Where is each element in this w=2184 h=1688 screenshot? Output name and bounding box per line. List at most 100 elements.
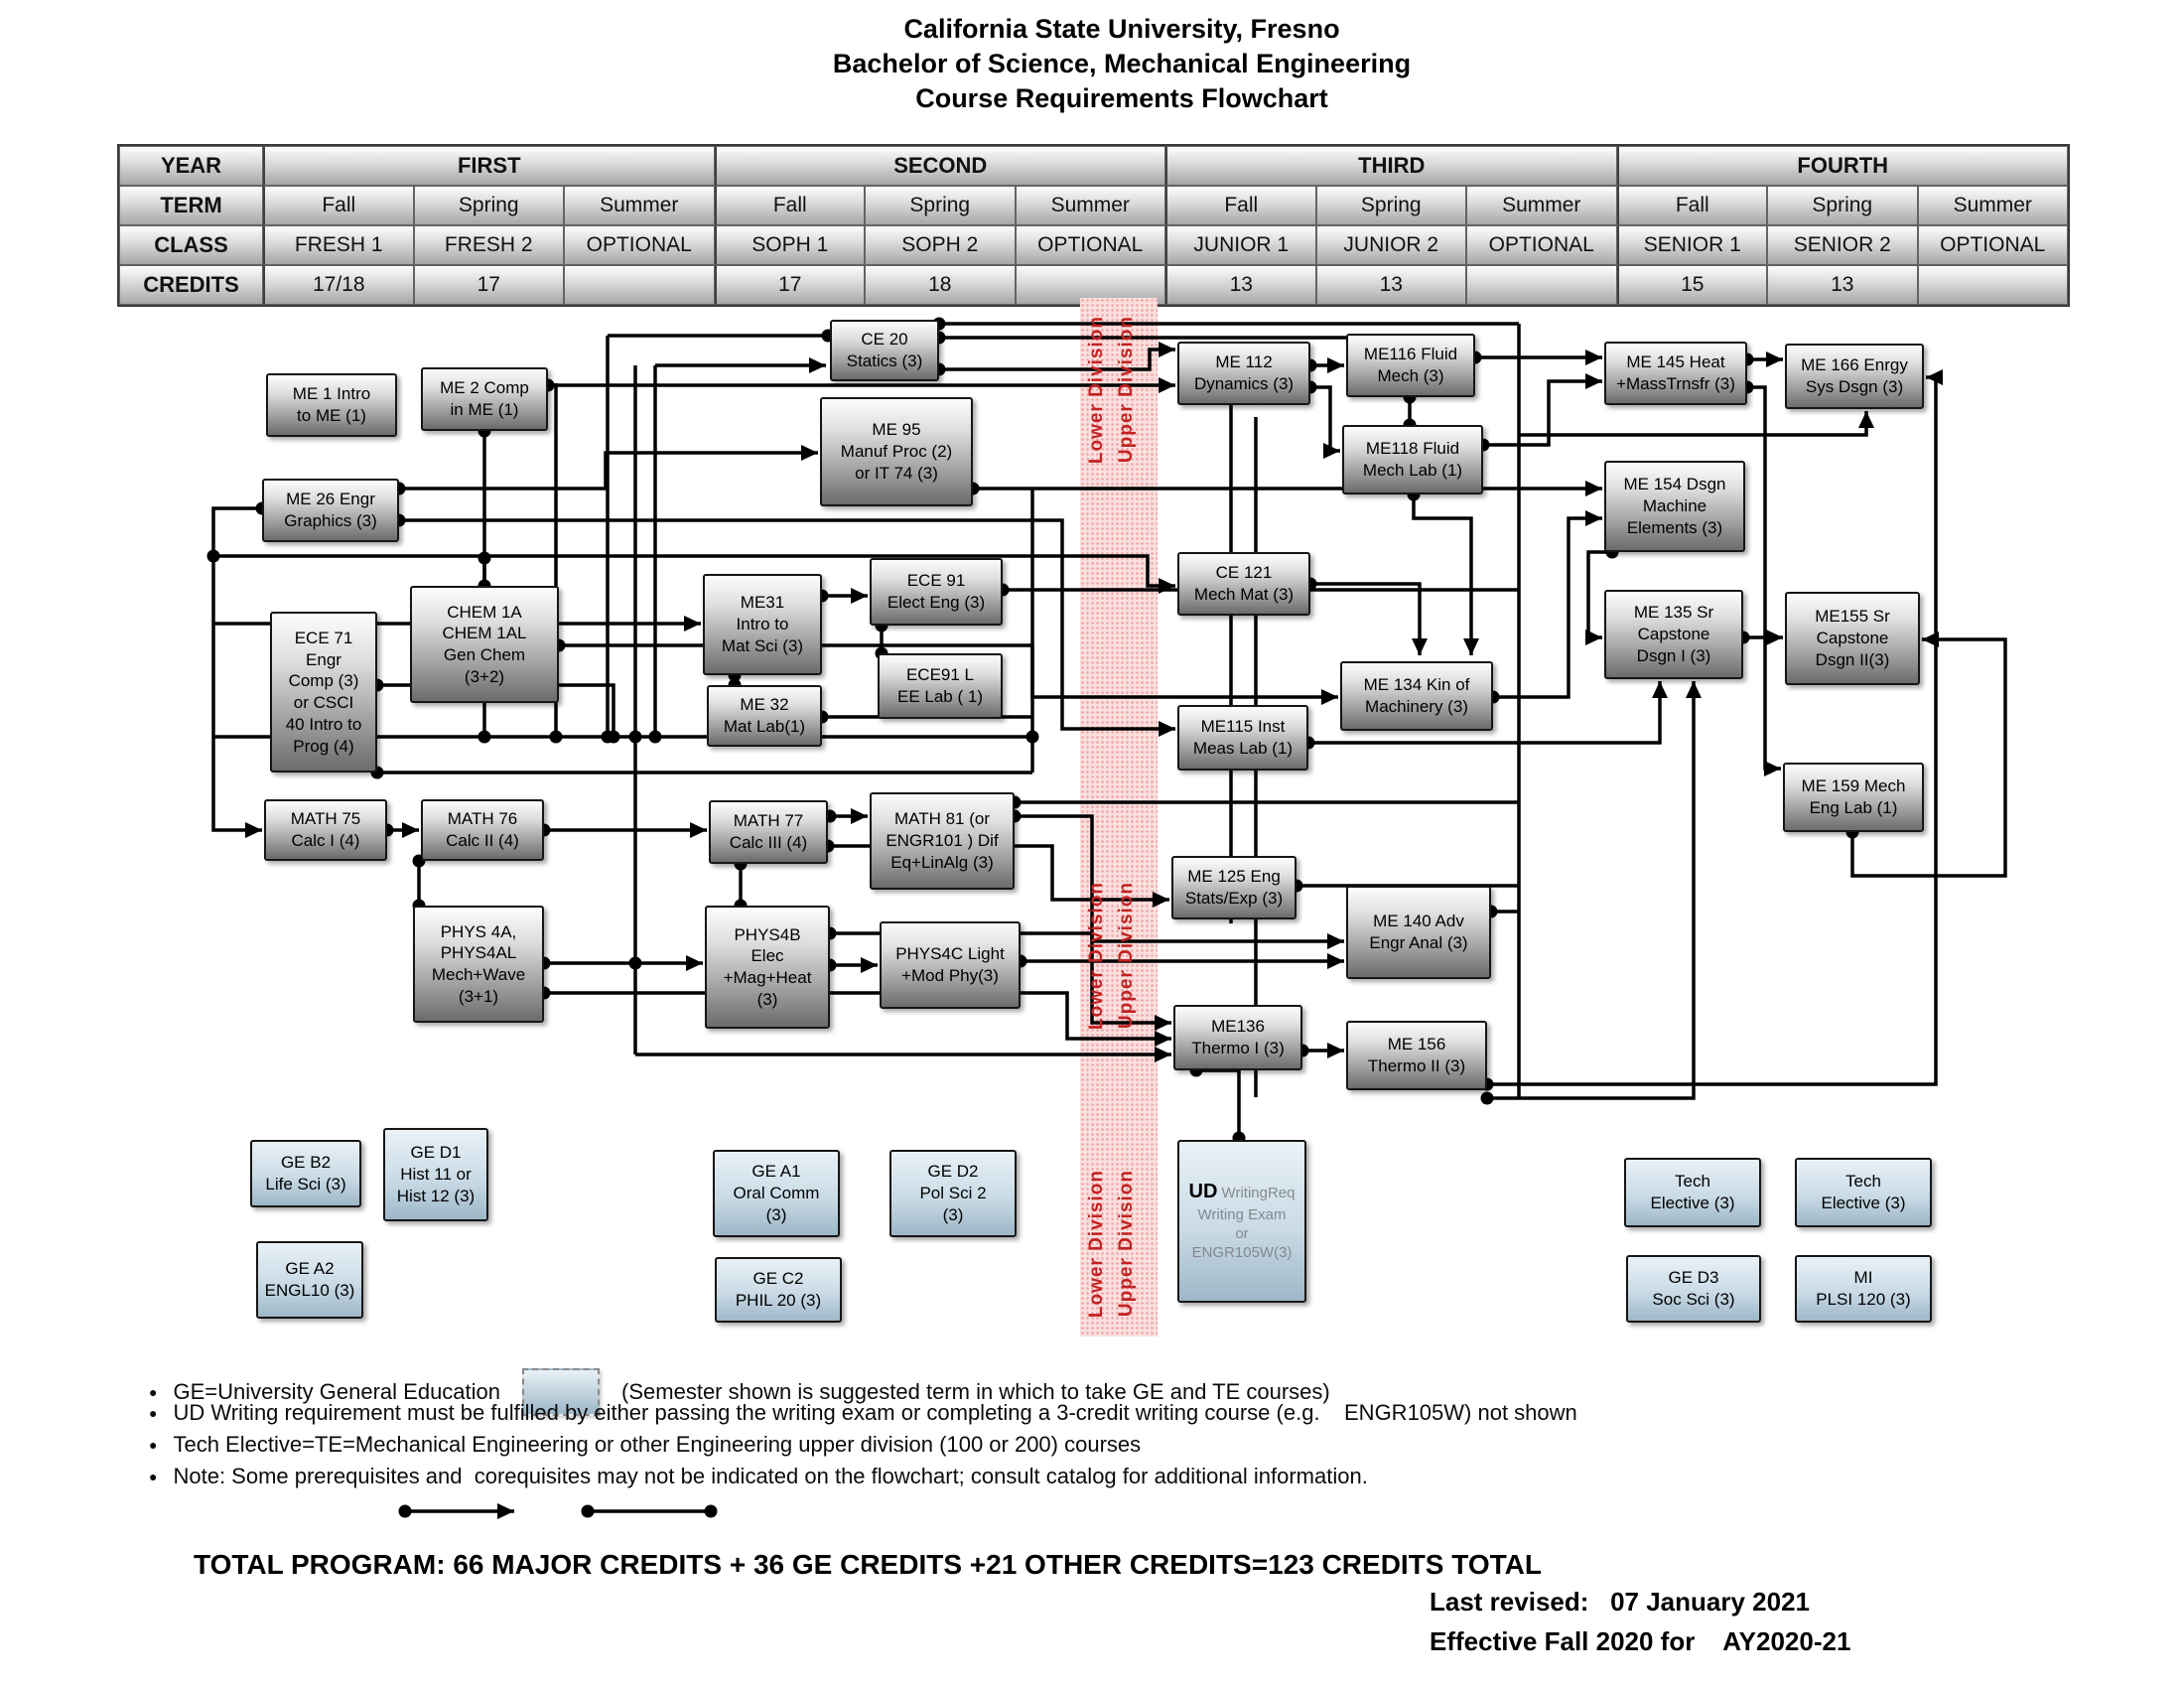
table-cell-term-second-fall: Fall (714, 186, 865, 225)
course-box-me140-line-2: Engr Anal (3) (1369, 933, 1468, 952)
lower-division-label-1: Lower Division (1086, 316, 1107, 465)
course-box-phys4b-line-2: Elec (751, 946, 784, 966)
course-box-me154-line-1: ME 154 Dsgn (1623, 475, 1726, 494)
connector-42 (966, 481, 1602, 496)
connector-51 (1296, 1043, 1344, 1058)
course-box-chem1a-line-1: CHEM 1A (447, 602, 522, 622)
connector-48 (1480, 681, 1702, 1105)
course-box-me2-line-1: ME 2 Comp (440, 378, 529, 398)
course-box-me116-line-2: Mech (3) (1377, 366, 1444, 385)
table-cell-credits-fourth-fall: 15 (1616, 265, 1767, 305)
connector-3 (392, 445, 818, 495)
course-box-me116-line-1: ME116 Fluid (1363, 345, 1458, 364)
note-1: ●GE=University General Education(Semeste… (149, 1368, 1330, 1416)
connector-57 (932, 342, 1175, 376)
table-cell-credits-third-summer (1466, 265, 1617, 305)
table-cell-credits-third-fall: 13 (1165, 265, 1316, 305)
course-box-ece71-line-4: or CSCI (293, 693, 354, 712)
table-cell-class_label-fourth-summer: OPTIONAL (1917, 225, 2068, 265)
course-box-ge-d1-line-3: Hist 12 (3) (396, 1186, 476, 1205)
course-box-me125-line-2: Stats/Exp (3) (1184, 889, 1284, 908)
table-cell-class_label-second-fall: SOPH 1 (714, 225, 865, 265)
connector-56 (932, 331, 1412, 345)
course-box-me156-line-1: ME 156 (1387, 1035, 1446, 1055)
table-cell-class_label-third-fall: JUNIOR 1 (1165, 225, 1316, 265)
course-box-ece91-line-1: ECE 91 (906, 571, 966, 591)
course-box-me155-line-3: Dsgn II(3) (1815, 649, 1890, 669)
course-box-me166-line-1: ME 166 Enrgy (1801, 355, 1908, 375)
table-cell-class_label-third-summer: OPTIONAL (1466, 225, 1617, 265)
course-box-me136-line-2: Thermo I (3) (1191, 1039, 1285, 1057)
upper-division-label-3: Upper Division (1116, 1170, 1137, 1318)
legend-prerequisite-arrow (398, 1503, 514, 1519)
lower-division-label-2: Lower Division (1086, 882, 1107, 1031)
connector-72 (628, 956, 642, 970)
course-box-ece91l-line-1: ECE91 L (905, 665, 975, 685)
course-box-phys4a-line-3: Mech+Wave (431, 965, 526, 984)
course-box-me95-line-3: or IT 74 (3) (855, 463, 938, 483)
note-4: ●Note: Some prerequisites and corequisit… (149, 1464, 1368, 1489)
table-cell-credits-fourth-spring: 13 (1767, 265, 1918, 305)
course-box-math76-line-2: Calc II (4) (446, 831, 519, 850)
bullet-icon: ● (149, 1384, 158, 1400)
table-cell-credits-third-spring: 13 (1315, 265, 1466, 305)
course-box-ge-d2-line-2: Pol Sci 2 (919, 1184, 987, 1203)
connector-37 (1476, 373, 1602, 452)
note-2-text: UD Writing requirement must be fulfilled… (173, 1400, 1577, 1425)
course-box-me134-line-1: ME 134 Kin of (1363, 675, 1470, 695)
course-box-mi-plsi-line-1: MI (1853, 1268, 1873, 1288)
course-box-phys4b-line-4: (3) (756, 989, 778, 1009)
course-box-phys4b-line-1: PHYS4B (734, 924, 801, 944)
course-box-phys4a-line-2: PHYS4AL (440, 943, 517, 963)
course-box-me156-line-2: Thermo II (3) (1367, 1056, 1466, 1075)
connector-31 (537, 986, 1171, 1047)
course-box-ge-a2-line-2: ENGL10 (3) (264, 1281, 355, 1300)
course-box-me145-line-2: +MassTrnsfr (3) (1616, 374, 1735, 393)
connector-14 (734, 857, 748, 913)
table-cell-class_label-first-fall: FRESH 1 (263, 225, 414, 265)
course-box-phys4a-line-1: PHYS 4A, (440, 921, 517, 941)
table-cell-credits-first-summer (564, 265, 715, 305)
course-box-me135-line-1: ME 135 Sr (1633, 603, 1714, 623)
course-box-ce121-line-1: CE 121 (1215, 563, 1273, 583)
course-box-ge-b2-line-2: Life Sci (3) (265, 1175, 346, 1194)
table-year-fourth: FOURTH (1616, 146, 2068, 186)
course-box-math75-line-2: Calc I (4) (291, 831, 360, 850)
connector-9 (412, 854, 426, 913)
course-box-me31-line-1: ME31 (740, 593, 785, 613)
connector-68 (601, 730, 614, 744)
course-box-ece91-line-2: Elect Eng (3) (887, 593, 986, 612)
table-cell-credits-first-fall: 17/18 (263, 265, 414, 305)
note-2: ●UD Writing requirement must be fulfille… (149, 1400, 1577, 1426)
course-box-me1-line-2: to ME (1) (297, 406, 366, 425)
course-box-me118-line-1: ME118 Fluid (1365, 439, 1460, 459)
course-box-me1-line-1: ME 1 Intro (292, 384, 371, 404)
table-cell-term-fourth-summer: Summer (1917, 186, 2068, 225)
course-box-ge-d1-line-1: GE D1 (410, 1143, 462, 1163)
course-box-ece71-line-1: ECE 71 (294, 628, 353, 647)
course-box-ge-d3-line-1: GE D3 (1668, 1268, 1719, 1288)
course-box-ce20-line-2: Statics (3) (846, 352, 923, 370)
course-box-ud-writing-line-1: UD WritingReq (1188, 1181, 1296, 1203)
table-cell-term-third-summer: Summer (1466, 186, 1617, 225)
course-box-ece71-line-2: Engr (306, 649, 341, 669)
